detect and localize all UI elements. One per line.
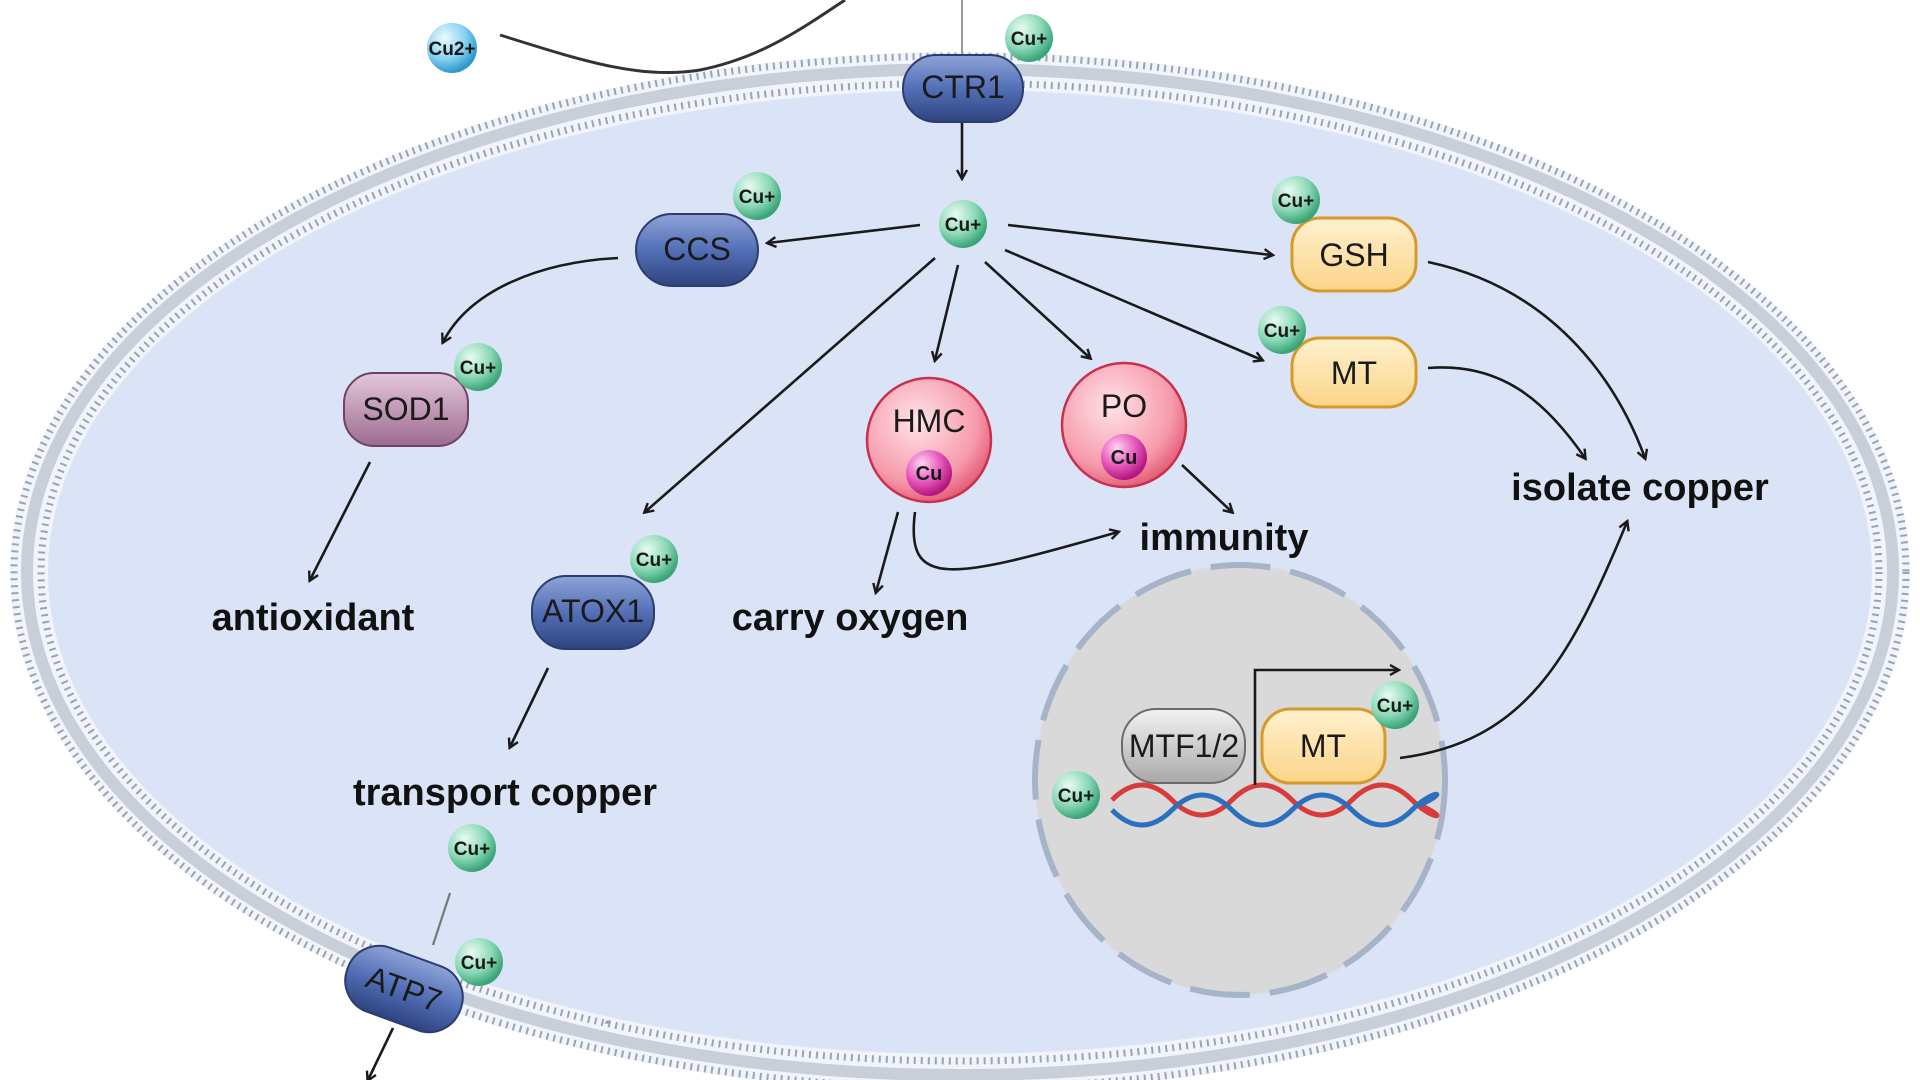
mt-nuclear-label: MT (1300, 728, 1346, 764)
cu1-ion-label: Cu+ (461, 953, 497, 974)
cu1-ion-sod1: Cu+ (454, 343, 502, 391)
ccs-protein: CCS (635, 213, 759, 287)
cu2-ion-label: Cu2+ (429, 39, 476, 60)
cu1-ion-label: Cu+ (945, 215, 981, 236)
cu1-ion-label: Cu+ (1377, 696, 1413, 717)
outcome-isolate-copper: isolate copper (1511, 467, 1769, 509)
hmc-label: HMC (893, 403, 966, 439)
mt-nuclear-protein: MT (1260, 707, 1387, 785)
hmc-protein: HMC Cu (865, 376, 993, 504)
cu1-ion-label: Cu+ (454, 839, 490, 860)
outcome-transport-copper: transport copper (353, 772, 657, 814)
cu1-ion-label: Cu+ (636, 550, 672, 571)
cu1-ion-mt: Cu+ (1258, 306, 1306, 354)
cu1-ion-transport: Cu+ (448, 824, 496, 872)
cu1-ion-atp7: Cu+ (455, 938, 503, 986)
mtf-protein: MTF1/2 (1121, 708, 1246, 784)
cu1-ion-label: Cu+ (739, 187, 775, 208)
cu1-ion-nuclear-mt: Cu+ (1371, 681, 1419, 729)
gsh-label: GSH (1319, 237, 1388, 273)
cu1-ion-label: Cu+ (1278, 191, 1314, 212)
ctr1-label: CTR1 (921, 69, 1005, 105)
cu1-ion-ccs: Cu+ (733, 172, 781, 220)
atox1-label: ATOX1 (542, 593, 644, 629)
gsh-protein: GSH (1290, 216, 1418, 293)
po-label: PO (1101, 388, 1147, 424)
dna-helix (1110, 782, 1440, 828)
ccs-label: CCS (663, 231, 731, 267)
membrane-wire (499, 0, 846, 75)
po-protein: PO Cu (1060, 361, 1188, 489)
po-cu-label: Cu (1111, 447, 1138, 469)
sod1-label: SOD1 (362, 391, 449, 427)
cu1-ion-atox1: Cu+ (630, 535, 678, 583)
mt-label: MT (1331, 355, 1377, 391)
outcome-antioxidant: antioxidant (212, 597, 415, 639)
outcome-carry-oxygen: carry oxygen (732, 597, 969, 639)
ctr1-protein: CTR1 (902, 54, 1024, 123)
hmc-cu-label: Cu (916, 463, 943, 485)
nucleus (1032, 562, 1448, 998)
cu1-ion-label: Cu+ (1264, 321, 1300, 342)
cu1-ion-label: Cu+ (1058, 786, 1094, 807)
atox1-protein: ATOX1 (531, 575, 655, 650)
cu1-ion-label: Cu+ (1011, 29, 1047, 50)
sod1-protein: SOD1 (343, 372, 469, 447)
cu2-ion: Cu2+ (427, 23, 477, 73)
cu1-ion-gsh: Cu+ (1272, 176, 1320, 224)
cu1-ion-nucleus: Cu+ (1052, 771, 1100, 819)
arrows (310, 118, 1645, 1080)
cu1-ion-label: Cu+ (460, 358, 496, 379)
atp7-protein: ATP7 (344, 944, 464, 1034)
mtf-label: MTF1/2 (1129, 728, 1239, 764)
cu1-ion-ctr1: Cu+ (1005, 14, 1053, 62)
mt-protein: MT (1290, 336, 1418, 409)
outcome-immunity: immunity (1140, 517, 1309, 559)
cu1-ion-central: Cu+ (939, 200, 987, 248)
